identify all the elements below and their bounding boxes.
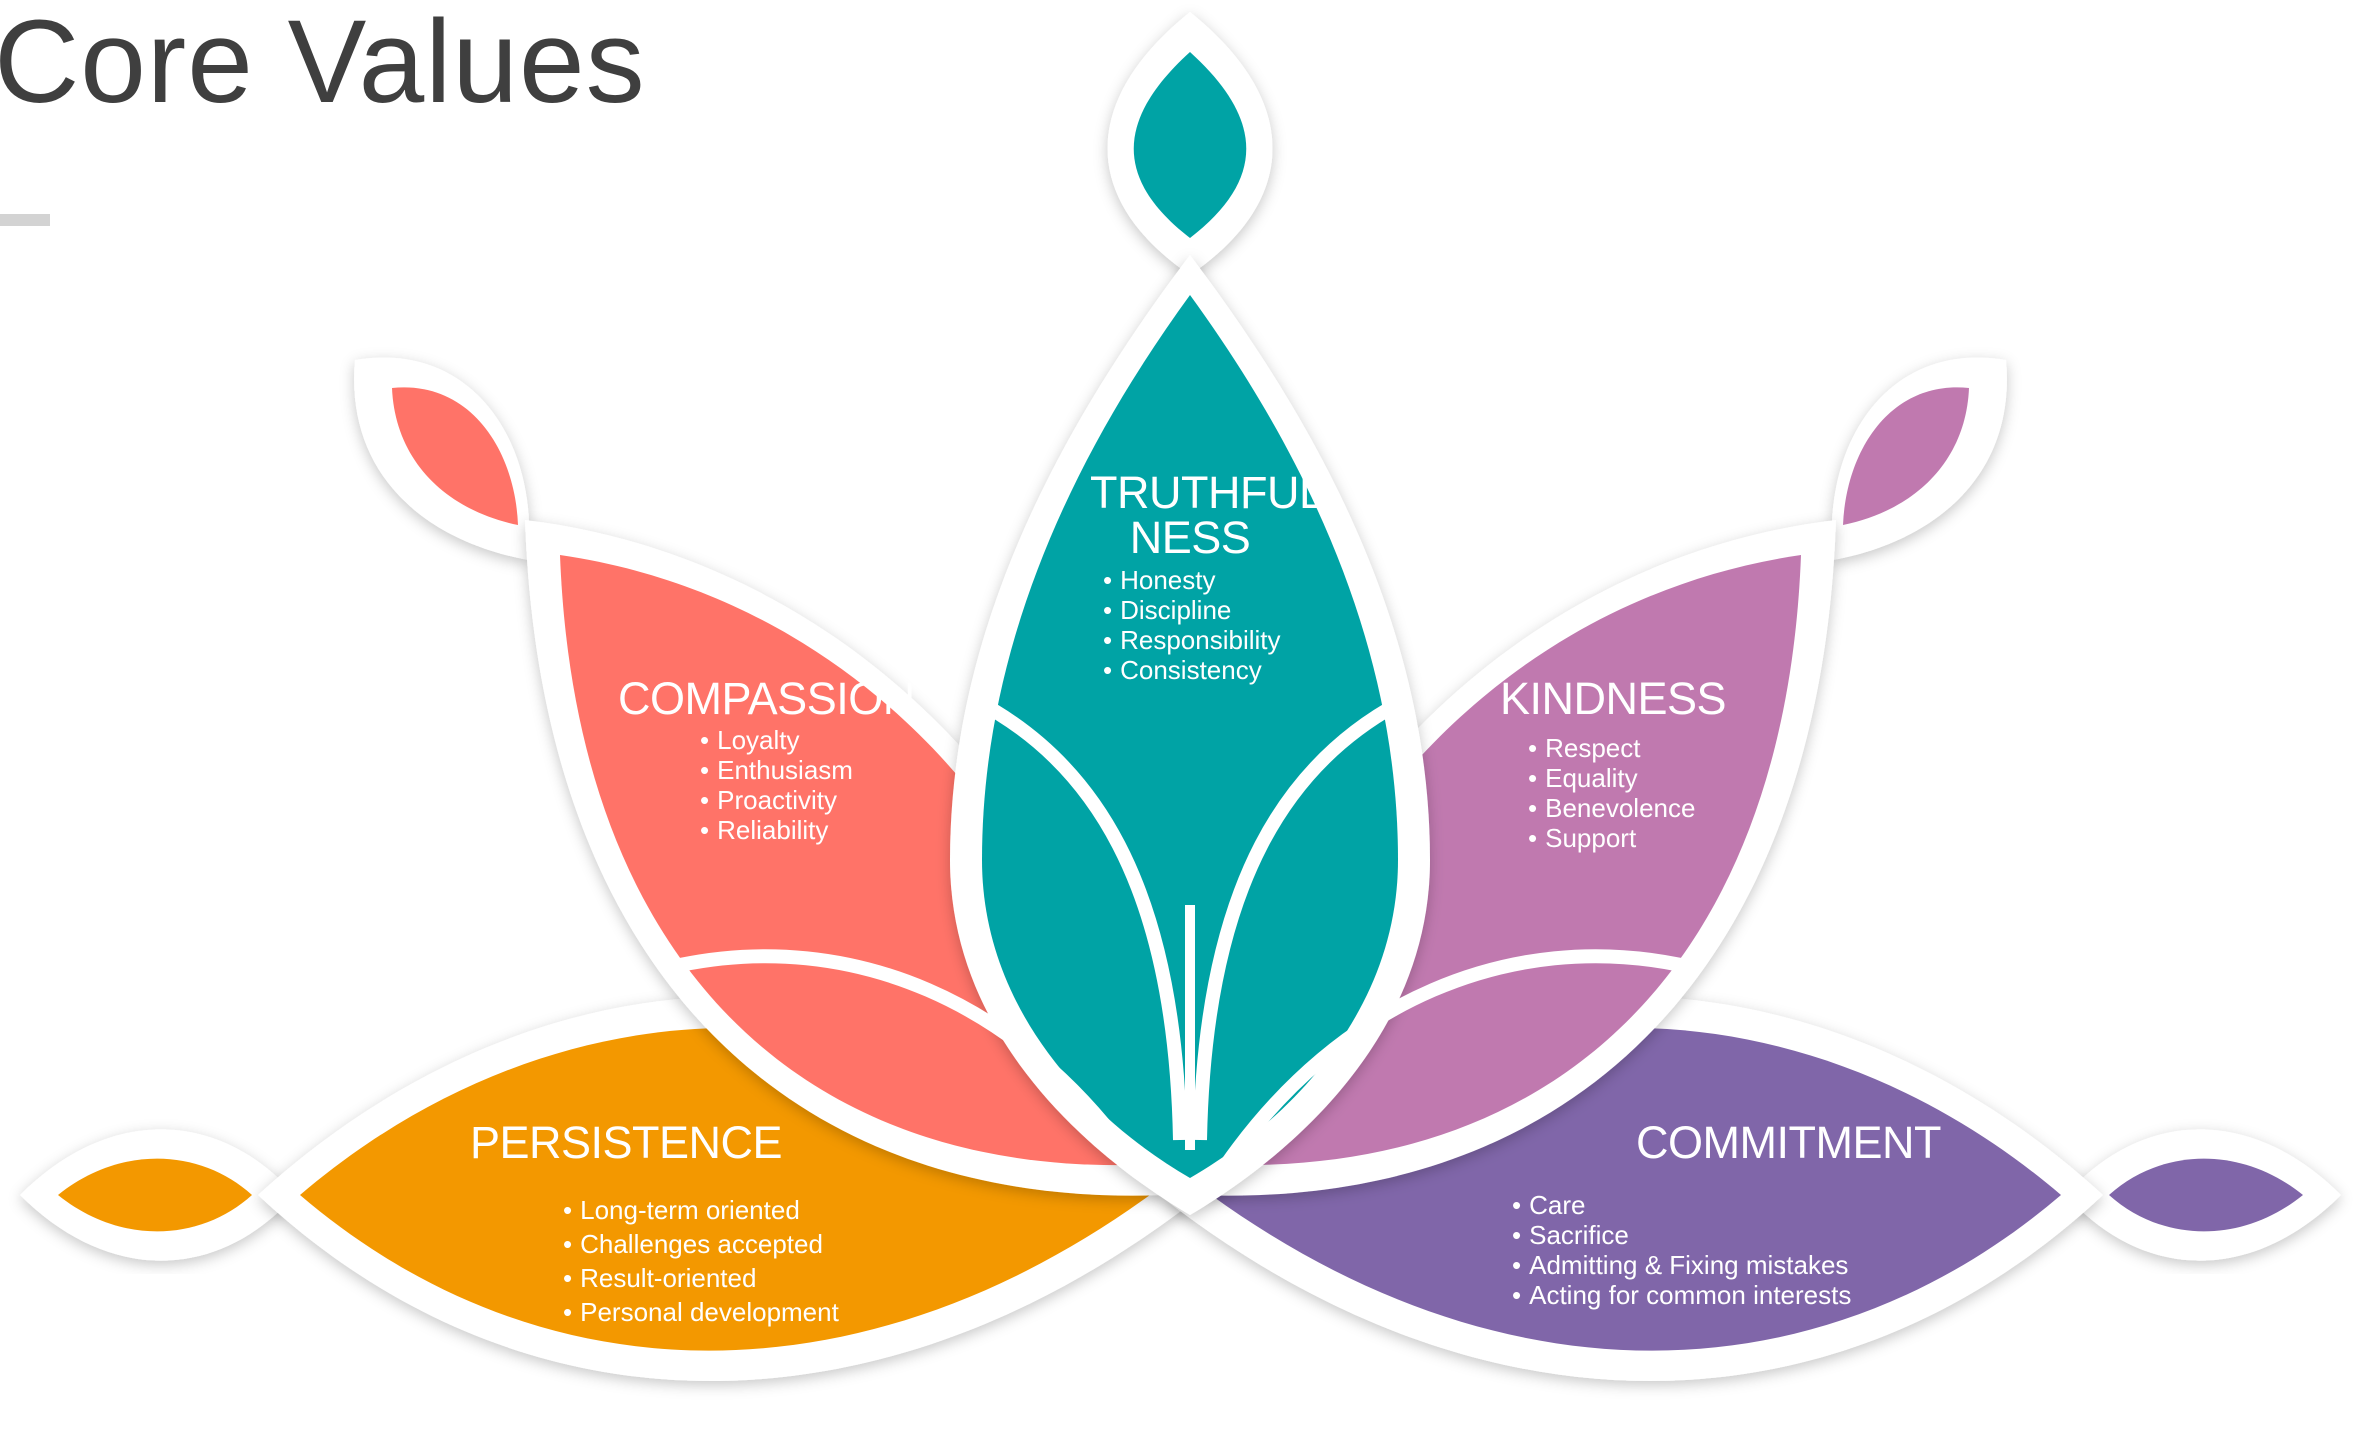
list-item: Sacrifice <box>1512 1220 1851 1250</box>
list-item: Respect <box>1528 733 1695 763</box>
list-item: Responsibility <box>1103 625 1280 655</box>
persistence-values: Long-term oriented Challenges accepted R… <box>563 1193 839 1329</box>
kindness-values: Respect Equality Benevolence Support <box>1528 733 1695 853</box>
kindness-label: KINDNESS <box>1500 673 1727 724</box>
kindness-heading: KINDNESS <box>1500 673 1727 724</box>
list-item: Equality <box>1528 763 1695 793</box>
truthfulness-vein-right <box>1193 693 1409 1141</box>
title-underline-bar <box>0 214 50 226</box>
compassion-heading: COMPASSION <box>618 673 915 724</box>
list-item: Loyalty <box>700 725 853 755</box>
list-item: Discipline <box>1103 595 1281 625</box>
compassion-vein <box>678 949 1141 1170</box>
list-item: Honesty <box>1103 565 1281 595</box>
persistence-label: PERSISTENCE <box>470 1117 783 1168</box>
truthfulness-heading-line2: NESS <box>1129 512 1251 563</box>
truthfulness-leaf <box>982 295 1398 1178</box>
list-item: Care <box>1512 1190 1851 1220</box>
list-item: Benevolence <box>1528 793 1695 823</box>
list-item: Reliability <box>700 815 853 845</box>
list-item: Result-oriented <box>563 1261 839 1295</box>
list-item: Admitting & Fixing mistakes <box>1512 1250 1851 1280</box>
compassion-tip <box>392 387 518 525</box>
kindness-vein <box>1220 949 1683 1170</box>
truthfulness-heading-line1: TRUTHFUL- <box>1090 467 1338 518</box>
list-item: Acting for common interests <box>1512 1280 1851 1310</box>
list-item: Long-term oriented <box>563 1193 839 1227</box>
compassion-label: COMPASSION <box>618 676 915 721</box>
truthfulness-label: TRUTHFUL- NESS <box>1090 467 1338 563</box>
truthfulness-tip <box>1133 52 1247 238</box>
truthfulness-vein-left <box>971 693 1187 1141</box>
kindness-tip <box>1843 387 1969 525</box>
list-item: Proactivity <box>700 785 853 815</box>
commitment-heading: COMMITMENT <box>1636 1117 1941 1168</box>
persistence-tip <box>58 1158 252 1232</box>
list-item: Support <box>1528 823 1695 853</box>
persistence-heading: PERSISTENCE <box>470 1117 783 1168</box>
list-item: Personal development <box>563 1295 839 1329</box>
truthfulness-values: Honesty Discipline Responsibility Consis… <box>1103 565 1281 685</box>
compassion-values: Loyalty Enthusiasm Proactivity Reliabili… <box>700 725 853 845</box>
commitment-values: Care Sacrifice Admitting & Fixing mistak… <box>1512 1190 1851 1310</box>
petal-truthfulness <box>950 12 1430 1215</box>
slide-title: r Core Values <box>0 0 646 128</box>
list-item: Challenges accepted <box>563 1227 839 1261</box>
list-item: Enthusiasm <box>700 755 853 785</box>
commitment-label: COMMITMENT <box>1636 1120 1941 1165</box>
commitment-tip <box>2109 1158 2303 1232</box>
petal-persistence <box>20 996 1198 1382</box>
list-item: Consistency <box>1103 655 1281 685</box>
